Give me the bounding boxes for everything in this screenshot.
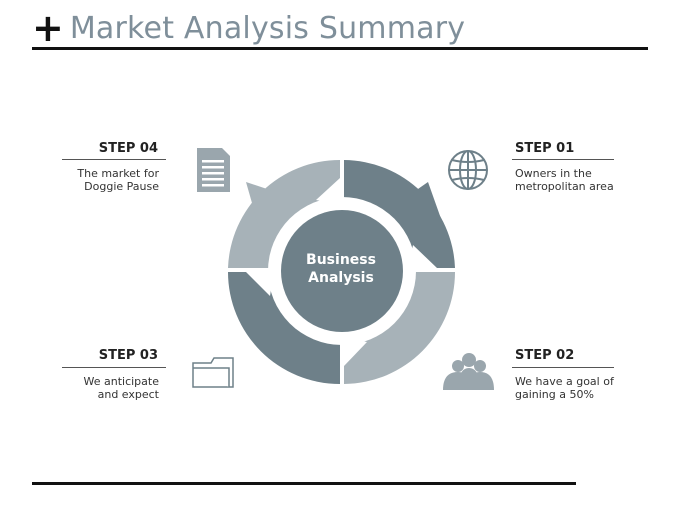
- step-04-description: The market for Doggie Pause: [77, 167, 159, 193]
- step-01-divider: [512, 159, 614, 160]
- title-bar: + Market Analysis Summary: [32, 6, 465, 50]
- center-label-line1: Business: [306, 252, 376, 268]
- step-04-heading: STEP 04: [98, 141, 158, 156]
- step-03-desc-line2: and expect: [97, 388, 159, 401]
- step-03-divider: [62, 367, 166, 368]
- step-03-description: We anticipate and expect: [84, 375, 160, 401]
- step-02-description: We have a goal of gaining a 50%: [515, 375, 614, 401]
- center-label-line2: Analysis: [308, 270, 374, 286]
- step-01-desc-line2: metropolitan area: [515, 180, 614, 193]
- step-04-desc-line1: The market for: [77, 167, 159, 180]
- step-01-desc-line1: Owners in the: [515, 167, 592, 180]
- page-title: Market Analysis Summary: [69, 10, 466, 46]
- step-02-heading: STEP 02: [515, 348, 575, 363]
- globe-icon: [448, 150, 488, 190]
- center-label: Business Analysis: [281, 251, 401, 287]
- folder-icon: [192, 357, 234, 388]
- center-circle: [281, 210, 403, 332]
- step-03-heading: STEP 03: [98, 348, 158, 363]
- step-04-divider: [62, 159, 166, 160]
- step-02-desc-line2: gaining a 50%: [515, 388, 594, 401]
- step-02-desc-line1: We have a goal of: [515, 375, 614, 388]
- plus-icon: +: [32, 6, 64, 50]
- step-04-desc-line2: Doggie Pause: [84, 180, 159, 193]
- step-02-divider: [512, 367, 614, 368]
- document-icon: [197, 148, 230, 192]
- people-icon: [443, 353, 494, 390]
- bottom-divider: [32, 482, 576, 485]
- top-divider: [32, 47, 648, 50]
- step-03-desc-line1: We anticipate: [83, 375, 160, 388]
- step-01-heading: STEP 01: [515, 141, 575, 156]
- step-01-description: Owners in the metropolitan area: [515, 167, 614, 193]
